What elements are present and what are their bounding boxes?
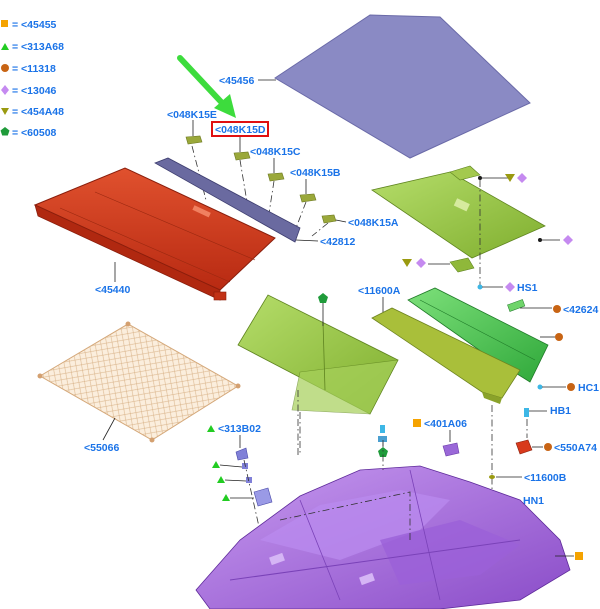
- square-icon: [575, 552, 583, 560]
- triangle-icon: [1, 43, 9, 50]
- roof-panel[interactable]: [274, 14, 531, 159]
- label-42624[interactable]: <42624: [563, 304, 598, 316]
- legend-text: = <45455: [12, 19, 57, 31]
- legend-item-triangle: = <313A68: [1, 41, 64, 53]
- triangle-icon: [212, 461, 220, 468]
- label-55066[interactable]: <55066: [84, 442, 119, 454]
- bolt: [246, 477, 252, 483]
- diamond-icon: [1, 85, 9, 95]
- clip-hc1: [537, 384, 543, 390]
- assembly-lines: [297, 390, 384, 470]
- label-11600B[interactable]: <11600B: [524, 472, 567, 484]
- triangle-icon: [222, 494, 230, 501]
- cross-member[interactable]: [407, 287, 549, 383]
- leader-line: [335, 219, 347, 223]
- legend-text: = <454A48: [12, 106, 64, 118]
- assembly-lines: [191, 145, 329, 237]
- clip-048K15E[interactable]: [185, 135, 203, 145]
- bracket-550A74[interactable]: [515, 439, 533, 455]
- leader-line: [224, 479, 247, 482]
- circle-icon: [555, 333, 563, 341]
- upper-trim-panel[interactable]: [371, 165, 546, 259]
- circle-icon: [567, 383, 575, 391]
- clip-hs1: [477, 284, 483, 290]
- label-HB1[interactable]: HB1: [550, 405, 571, 417]
- square-icon: [413, 419, 421, 427]
- label-048K15A[interactable]: <048K15A: [348, 217, 399, 229]
- clip-048K15A[interactable]: [321, 214, 337, 224]
- cargo-net[interactable]: [37, 321, 241, 443]
- label-048K15D[interactable]: <048K15D: [215, 124, 266, 136]
- bracket-401A06[interactable]: [442, 442, 460, 457]
- circle-icon: [553, 305, 561, 313]
- pointer-arrow: [177, 55, 236, 118]
- legend-text: = <11318: [12, 63, 56, 75]
- clip-hb1: [524, 408, 529, 417]
- label-550A74[interactable]: <550A74: [554, 442, 597, 454]
- clip-048K15B[interactable]: [299, 193, 317, 203]
- side-bracket[interactable]: [371, 307, 521, 404]
- trim-strip[interactable]: [154, 157, 301, 243]
- leader-line: [102, 417, 116, 441]
- label-HN1[interactable]: HN1: [523, 495, 544, 507]
- label-11600A[interactable]: <11600A: [358, 285, 401, 297]
- floor-pan[interactable]: [195, 465, 571, 609]
- fastener-group-mid: [402, 258, 450, 268]
- triangle-down-icon: [402, 259, 412, 267]
- label-45456[interactable]: <45456: [219, 75, 254, 87]
- diamond-icon: [563, 235, 573, 245]
- pentagon-icon: [378, 447, 388, 457]
- label-048K15B[interactable]: <048K15B: [290, 167, 341, 179]
- label-048K15E[interactable]: <048K15E: [167, 109, 217, 121]
- highlight-box: [211, 121, 269, 137]
- panel-clip: [378, 425, 387, 442]
- leader-line: [219, 464, 243, 468]
- clip-048K15D[interactable]: [233, 151, 251, 161]
- legend: = <45455 = <313A68 = <11318 = <13046 = <…: [0, 19, 64, 139]
- legend-item-circle: = <11318: [1, 63, 56, 75]
- label-45440[interactable]: <45440: [95, 284, 130, 296]
- bracket-313B02[interactable]: [235, 447, 249, 461]
- label-HC1[interactable]: HC1: [578, 382, 599, 394]
- leader-line: [295, 239, 319, 242]
- triangle-icon: [207, 425, 215, 432]
- legend-text: = <13046: [12, 85, 57, 97]
- label-048K15C[interactable]: <048K15C: [250, 146, 301, 158]
- diamond-icon: [416, 258, 426, 268]
- bracket-lower[interactable]: [253, 487, 273, 507]
- fastener-group-top: [478, 173, 573, 245]
- pentagon-icon: [318, 293, 328, 303]
- circle-icon: [1, 64, 9, 72]
- legend-text: = <60508: [12, 127, 57, 139]
- legend-item-pentagon: = <60508: [0, 127, 57, 139]
- circle-icon: [544, 443, 552, 451]
- label-HS1[interactable]: HS1: [517, 282, 538, 294]
- legend-text: = <313A68: [12, 41, 64, 53]
- clip-048K15C[interactable]: [267, 172, 285, 182]
- bracket-hs1[interactable]: [449, 257, 475, 273]
- label-42812[interactable]: <42812: [320, 236, 355, 248]
- label-313B02[interactable]: <313B02: [218, 423, 261, 435]
- triangle-down-icon: [505, 174, 515, 182]
- floor-side-panel[interactable]: [237, 294, 399, 415]
- diamond-icon: [505, 282, 515, 292]
- triangle-down-icon: [1, 108, 9, 115]
- package-tray[interactable]: [33, 167, 276, 301]
- square-icon: [1, 20, 8, 27]
- label-401A06[interactable]: <401A06: [424, 418, 467, 430]
- nut-11600B: [489, 475, 495, 479]
- diamond-icon: [517, 173, 527, 183]
- legend-item-diamond: = <13046: [1, 85, 57, 97]
- legend-item-triangle-down: = <454A48: [1, 106, 64, 118]
- pentagon-icon: [0, 127, 10, 136]
- legend-item-square: = <45455: [1, 19, 57, 31]
- triangle-icon: [217, 476, 225, 483]
